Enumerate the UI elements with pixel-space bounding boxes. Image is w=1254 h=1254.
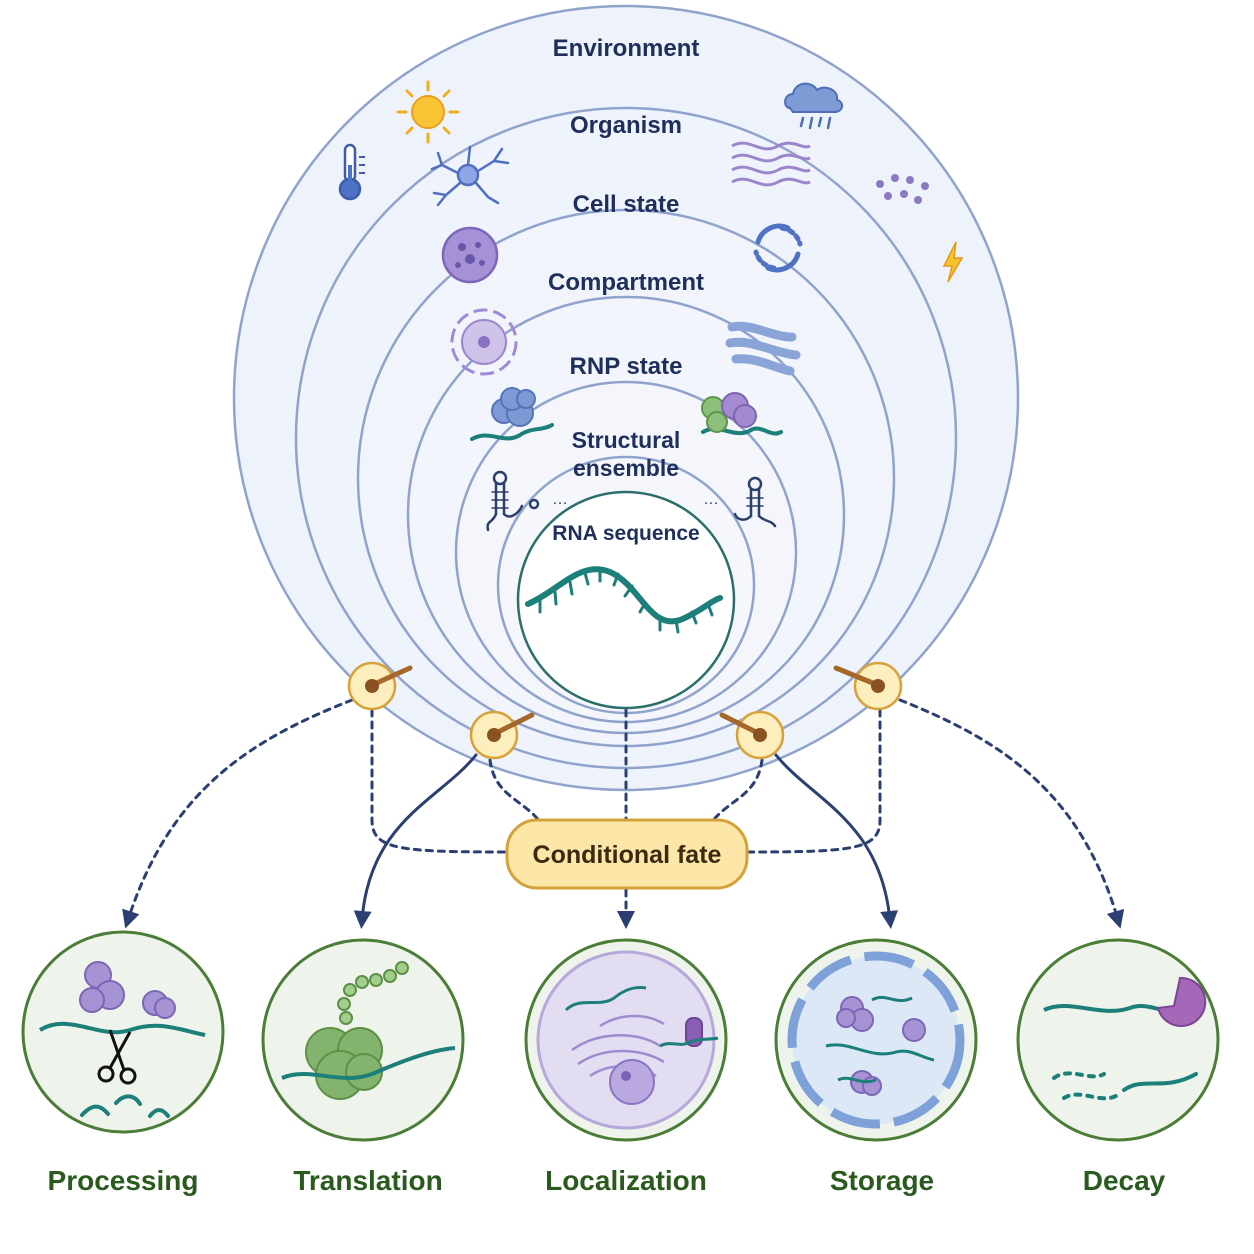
svg-text:…: … <box>703 491 719 508</box>
hairpin-structure-icon: … <box>486 470 568 532</box>
scissors-icon <box>97 1029 137 1085</box>
svg-text:…: … <box>552 491 568 508</box>
cell-icon <box>441 226 499 284</box>
exonuclease-icon <box>1156 976 1207 1027</box>
layer-label-compartment: Compartment <box>548 269 704 296</box>
particles-icon <box>876 174 929 204</box>
ring-rna-sequence <box>516 490 736 710</box>
granule-icon <box>787 951 965 1129</box>
hairpin-structure-icon: … <box>703 476 777 528</box>
fate-connectors <box>122 698 1125 929</box>
layer-label-ensemble: ensemble <box>573 455 679 481</box>
outcome-label-translation: Translation <box>293 1165 442 1196</box>
outcome-label-processing: Processing <box>48 1165 199 1196</box>
modulator-knob <box>719 710 785 760</box>
conditional-fate-label: Conditional fate <box>533 841 722 869</box>
lightning-icon <box>942 241 964 283</box>
context-rings <box>232 4 1020 792</box>
er-icon <box>725 321 801 376</box>
sun-icon <box>396 80 460 144</box>
nucleus-icon <box>450 308 518 376</box>
cell-compartment-icon <box>536 950 716 1130</box>
conditional-fate-box: Conditional fate <box>505 818 749 890</box>
outcome-label-decay: Decay <box>1083 1165 1166 1196</box>
modulator-knob <box>469 710 535 760</box>
tissue-icon <box>731 141 811 187</box>
modulator-knob <box>347 661 413 711</box>
cycle-arrows-icon <box>753 223 803 273</box>
rna-strand-icon <box>525 566 723 634</box>
layer-label-structural: Structural <box>572 427 681 453</box>
protein-complex-rna-icon <box>701 392 783 436</box>
layer-label-environment: Environment <box>553 35 700 62</box>
protein-bound-rna-icon <box>470 387 554 441</box>
neuron-icon <box>430 145 510 207</box>
layer-label-rna-sequence: RNA sequence <box>552 522 699 545</box>
ribosome-icon <box>305 1027 383 1100</box>
outcome-storage <box>774 938 978 1142</box>
outcome-localization <box>524 938 728 1142</box>
outcome-label-storage: Storage <box>830 1165 934 1196</box>
modulator-knob <box>833 661 903 711</box>
layer-label-rnp-state: RNP state <box>570 353 683 380</box>
thermometer-icon <box>338 143 365 201</box>
layer-label-organism: Organism <box>570 112 682 139</box>
outcome-translation <box>261 938 465 1142</box>
rain-cloud-icon <box>784 82 843 130</box>
outcome-label-localization: Localization <box>545 1165 707 1196</box>
outcome-processing <box>21 930 225 1134</box>
outcome-decay <box>1016 938 1220 1142</box>
layer-label-cell-state: Cell state <box>573 191 680 218</box>
